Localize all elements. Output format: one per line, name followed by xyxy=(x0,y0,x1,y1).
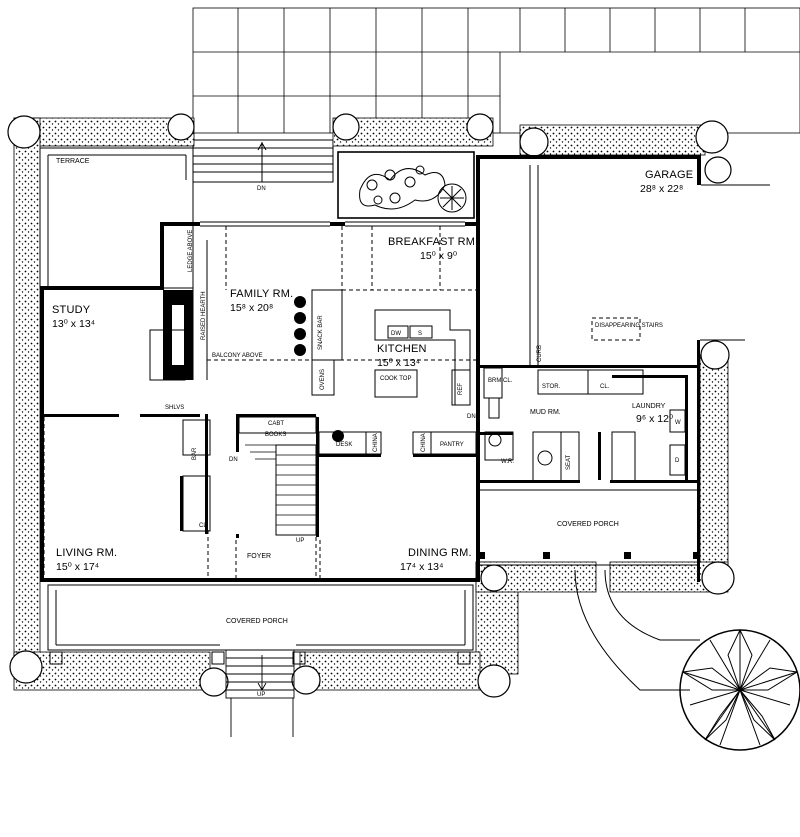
living-room-dimensions: 15⁰ x 17⁴ xyxy=(56,561,99,573)
cabinet-label: CABT xyxy=(268,421,284,427)
study-label: STUDY xyxy=(52,304,91,316)
front-steps-up-label: UP xyxy=(257,692,265,698)
tree-symbol xyxy=(679,628,800,751)
living-closet-label: CL. xyxy=(199,523,209,529)
room-labels: TERRACE DN GARAGE 28⁸ x 22⁸ BREAKFAST RM… xyxy=(52,158,693,625)
pantry-label: PANTRY xyxy=(440,442,464,448)
shrubs xyxy=(7,113,735,698)
side-covered-porch-label: COVERED PORCH xyxy=(557,521,619,528)
walls xyxy=(39,147,770,737)
washroom-label: W.R. xyxy=(501,459,514,465)
bar-label: BAR xyxy=(192,447,198,460)
broom-closet-label: BRM CL. xyxy=(488,378,513,384)
china-cabinet-label-2: CHINA xyxy=(421,433,427,452)
sink-label: S xyxy=(418,331,422,337)
kitchen-dimensions: 15⁰ x 13⁴ xyxy=(377,357,420,369)
dishwasher-label: DW xyxy=(391,331,401,337)
fixture-labels: LEDGE ABOVE RAISED HEARTH BALCONY ABOVE … xyxy=(165,230,681,698)
garage-dimensions: 28⁸ x 22⁸ xyxy=(640,183,683,195)
raised-hearth-label: RAISED HEARTH xyxy=(201,291,207,340)
dryer-label: D xyxy=(675,458,680,464)
washer-label: W xyxy=(675,420,681,426)
cook-top-label: COOK TOP xyxy=(380,376,411,382)
mud-closet-label: CL. xyxy=(600,384,610,390)
garage-label: GARAGE xyxy=(645,169,693,181)
kitchen-label: KITCHEN xyxy=(377,343,427,355)
refrigerator-label: REF xyxy=(458,383,464,395)
mud-room-label: MUD RM. xyxy=(530,409,561,416)
patio-paving xyxy=(192,7,800,134)
snack-bar-label: SNACK BAR xyxy=(318,315,324,350)
ovens-label: OVENS xyxy=(320,369,326,390)
china-cabinet-label: CHINA xyxy=(373,433,379,452)
dining-room-dimensions: 17⁴ x 13⁴ xyxy=(400,561,443,573)
living-room-label: LIVING RM. xyxy=(56,547,117,559)
desk-label: DESK xyxy=(336,442,352,448)
stair-up-label: UP xyxy=(296,538,304,544)
foyer-label: FOYER xyxy=(247,553,271,560)
family-room-label: FAMILY RM. xyxy=(230,288,293,300)
terrace-label: TERRACE xyxy=(56,158,90,165)
laundry-dimensions: 9⁶ x 12⁰ xyxy=(636,413,674,425)
dining-room-label: DINING RM. xyxy=(408,547,472,559)
disappearing-stairs-label: DISAPPEARING STAIRS xyxy=(595,323,663,329)
balcony-above-label: BALCONY ABOVE xyxy=(212,353,263,359)
books-label: BOOKS xyxy=(265,432,286,438)
breakfast-room-dimensions: 15⁰ x 9⁰ xyxy=(420,250,458,262)
terrace-dn-label: DN xyxy=(257,186,266,192)
seat-label: SEAT xyxy=(566,454,572,470)
mud-dn-label: DN xyxy=(467,414,476,420)
study-dimensions: 13⁰ x 13⁴ xyxy=(52,318,95,330)
hedges xyxy=(13,117,729,691)
storage-label: STOR. xyxy=(542,384,561,390)
terrace-steps xyxy=(192,139,334,183)
family-room-dimensions: 15⁸ x 20⁸ xyxy=(230,302,273,314)
shelves-label: SHLVS xyxy=(165,405,184,411)
curb-label: CURB xyxy=(537,345,543,362)
stair-dn-label: DN xyxy=(229,457,238,463)
ledge-above-label: LEDGE ABOVE xyxy=(188,230,194,272)
front-covered-porch-label: COVERED PORCH xyxy=(226,618,288,625)
planter xyxy=(337,151,475,219)
breakfast-room-label: BREAKFAST RM. xyxy=(388,236,478,248)
laundry-label: LAUNDRY xyxy=(632,403,666,410)
